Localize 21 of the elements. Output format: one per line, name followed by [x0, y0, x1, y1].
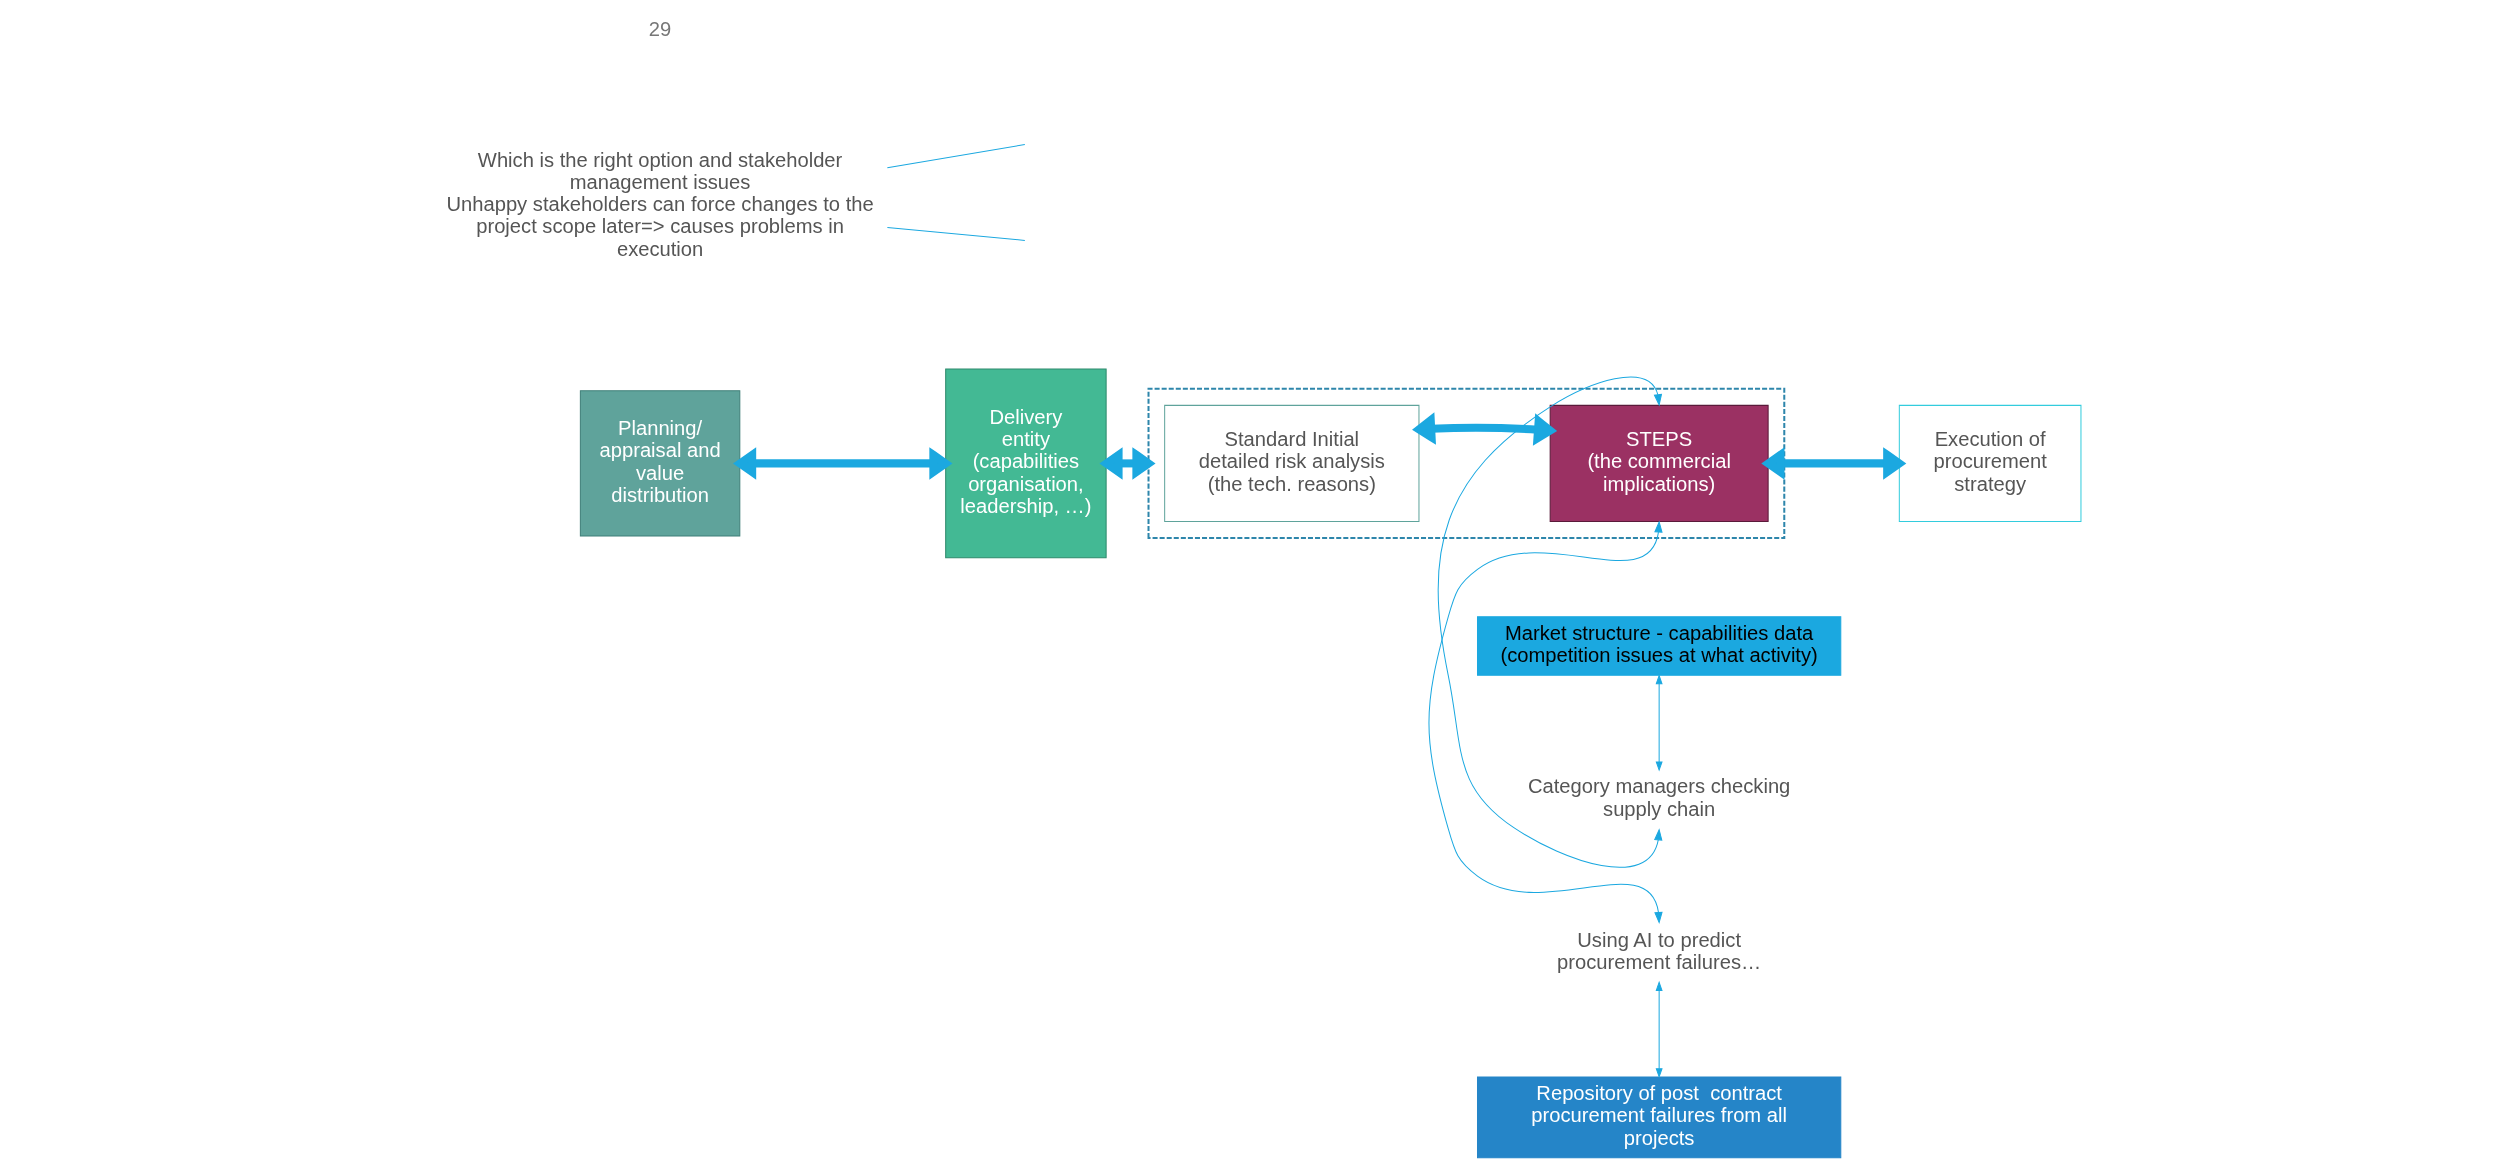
arrow [1412, 412, 1558, 446]
node-box: STEPS (the commercial implications) [1549, 404, 1769, 522]
node-box: Delivery entity (capabilities organisation, leadership, …) [945, 368, 1107, 559]
connector [886, 144, 1026, 169]
connector [886, 226, 1026, 241]
node-box: Standard Initial detailed risk analysis (the tech. reasons) [1164, 404, 1420, 522]
node-box: Market structure - capabilities data (competition issues at what activity) [1477, 616, 1842, 676]
node-text: Which is the right option and stakeholder management issues Unhappy stakeholders can force changes to the project scope later=> causes problems in execution [446, 148, 874, 260]
node-box: Planning/ appraisal and value distribution [579, 390, 741, 537]
arrow [1428, 520, 1663, 925]
node-box: Repository of post contract procurement failures from all projects [1477, 1076, 1842, 1159]
label: 29 [648, 17, 672, 40]
arrow [1655, 674, 1663, 772]
node-text: Using AI to predict procurement failures… [1557, 928, 1762, 973]
arrow [1761, 447, 1907, 480]
arrow [1437, 376, 1663, 868]
node-box: Execution of procurement strategy [1898, 404, 2082, 522]
arrow [733, 447, 953, 480]
arrow [1099, 447, 1156, 480]
node-text: Category managers checking supply chain [1527, 775, 1791, 820]
arrow [1655, 980, 1663, 1079]
